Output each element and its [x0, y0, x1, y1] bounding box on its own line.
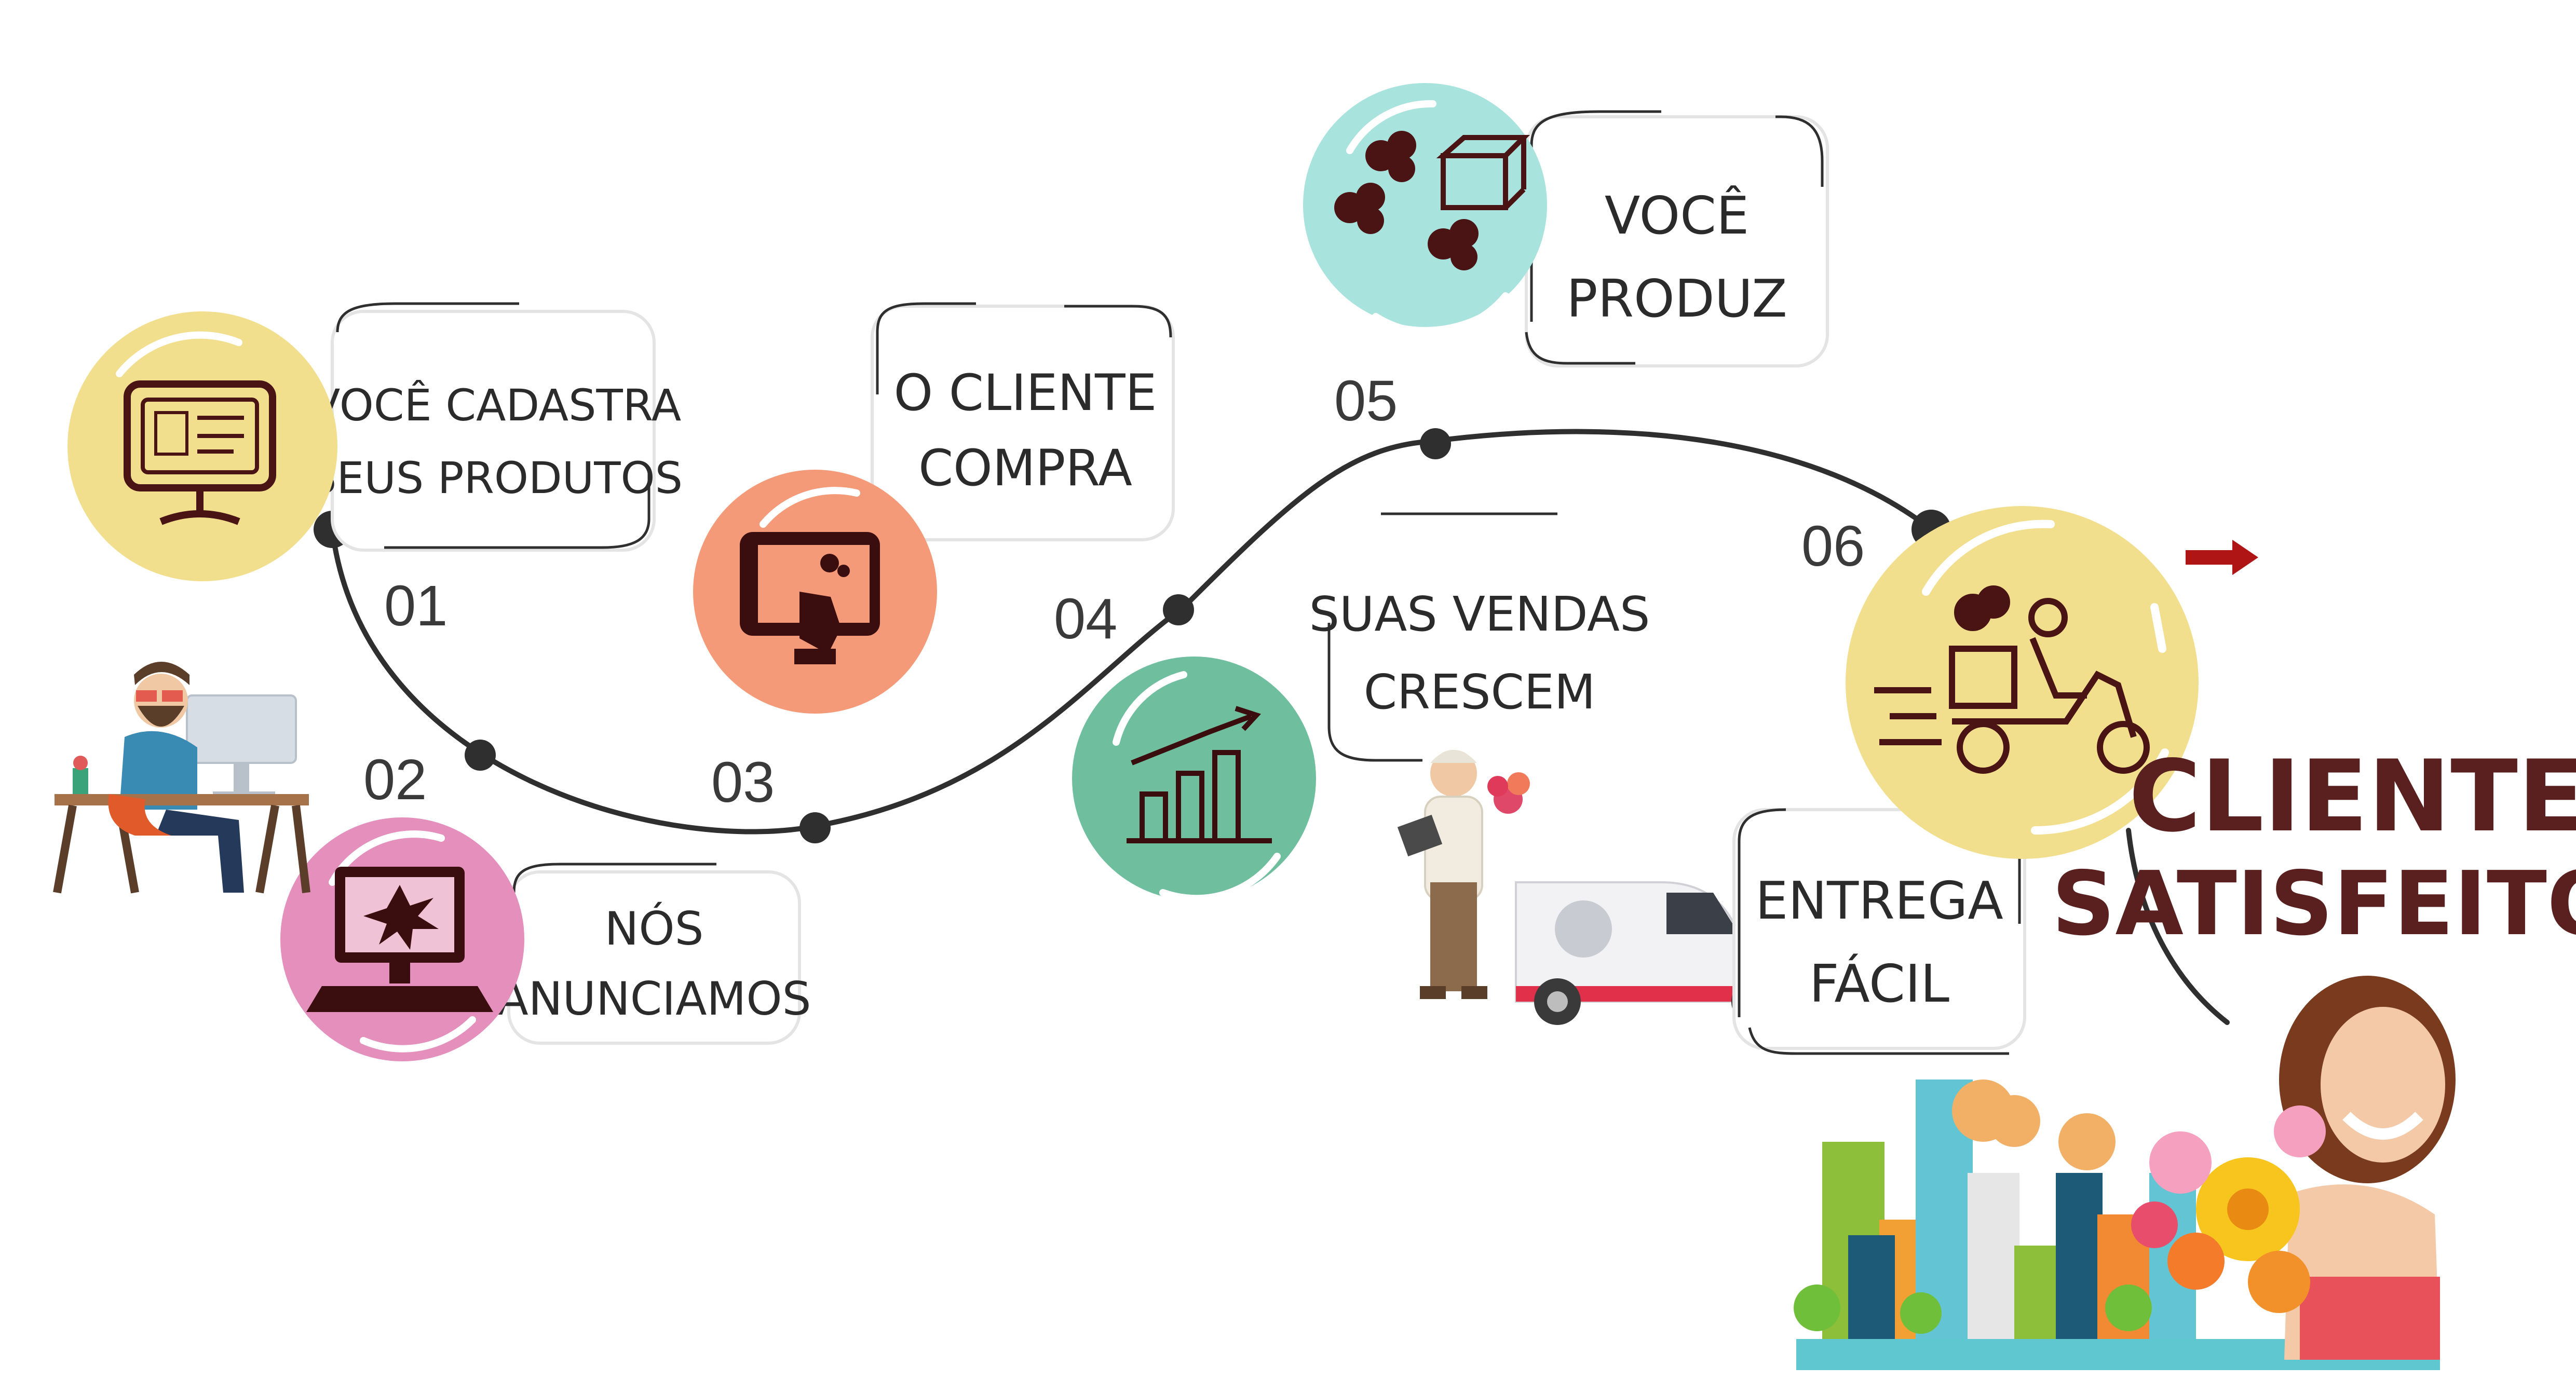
growth-chart-icon	[1127, 706, 1272, 843]
tablet-touch-icon	[740, 532, 880, 664]
step-number-05: 05	[1334, 369, 1398, 433]
flowers-box-icon	[1334, 131, 1530, 270]
step-02-label-box: NÓS ANUNCIAMOS	[497, 863, 811, 1045]
step-06-line2: FÁCIL	[1809, 953, 1949, 1014]
step-number-01: 01	[384, 574, 448, 638]
step-04-label-box: SUAS VENDAS CRESCEM	[1309, 512, 1650, 762]
scooter-delivery-icon	[1874, 585, 2150, 774]
step-01-circle	[67, 311, 337, 581]
final-title-line2: SATISFEITO!	[2052, 853, 2576, 955]
final-title-line1: CLIENTE	[2128, 739, 2576, 854]
computer-announce-icon	[306, 867, 493, 1012]
step-05-label-box: VOCÊ PRODUZ	[1525, 110, 1829, 367]
step-06-label-box: ENTREGA FÁCIL	[1732, 808, 2026, 1055]
happy-customer-illustration	[2131, 976, 2456, 1360]
step-number-02: 02	[363, 748, 427, 812]
final-branch-path	[2126, 828, 2230, 1025]
person-at-desk-illustration	[53, 662, 310, 894]
step-06-circle	[1846, 506, 2199, 859]
step-04-line1: SUAS VENDAS	[1309, 586, 1650, 642]
step-02-circle	[280, 817, 524, 1061]
step-02-line1: NÓS	[605, 902, 704, 955]
step-05-line1: VOCÊ	[1605, 185, 1749, 246]
delivery-person-illustration	[1397, 750, 1530, 999]
step-05-line2: PRODUZ	[1566, 268, 1787, 329]
step-01-line1: VOCÊ CADASTRA	[310, 380, 681, 431]
step-number-06: 06	[1801, 514, 1865, 578]
step-01-line2: SEUS PRODUTOS	[309, 453, 683, 503]
step-03-line2: COMPRA	[918, 439, 1132, 497]
step-04-circle	[1072, 657, 1316, 903]
step-04-line2: CRESCEM	[1364, 664, 1595, 720]
node-02	[465, 740, 496, 771]
node-05	[1420, 428, 1451, 459]
monitor-icon	[124, 380, 276, 525]
step-03-line1: O CLIENTE	[894, 364, 1157, 422]
node-03	[799, 812, 831, 843]
node-04	[1163, 594, 1194, 625]
step-03-label-box: O CLIENTE COMPRA	[871, 302, 1175, 541]
step-number-03: 03	[711, 750, 775, 814]
step-number-04: 04	[1054, 587, 1117, 651]
step-02-line2: ANUNCIAMOS	[497, 972, 811, 1026]
step-01-label-box: VOCÊ CADASTRA SEUS PRODUTOS	[309, 302, 683, 552]
step-06-line1: ENTREGA	[1755, 870, 2003, 931]
step-03-circle	[693, 470, 937, 714]
red-arrow-icon	[2186, 540, 2258, 575]
process-path	[330, 429, 1934, 835]
step-05-circle	[1303, 83, 1547, 336]
